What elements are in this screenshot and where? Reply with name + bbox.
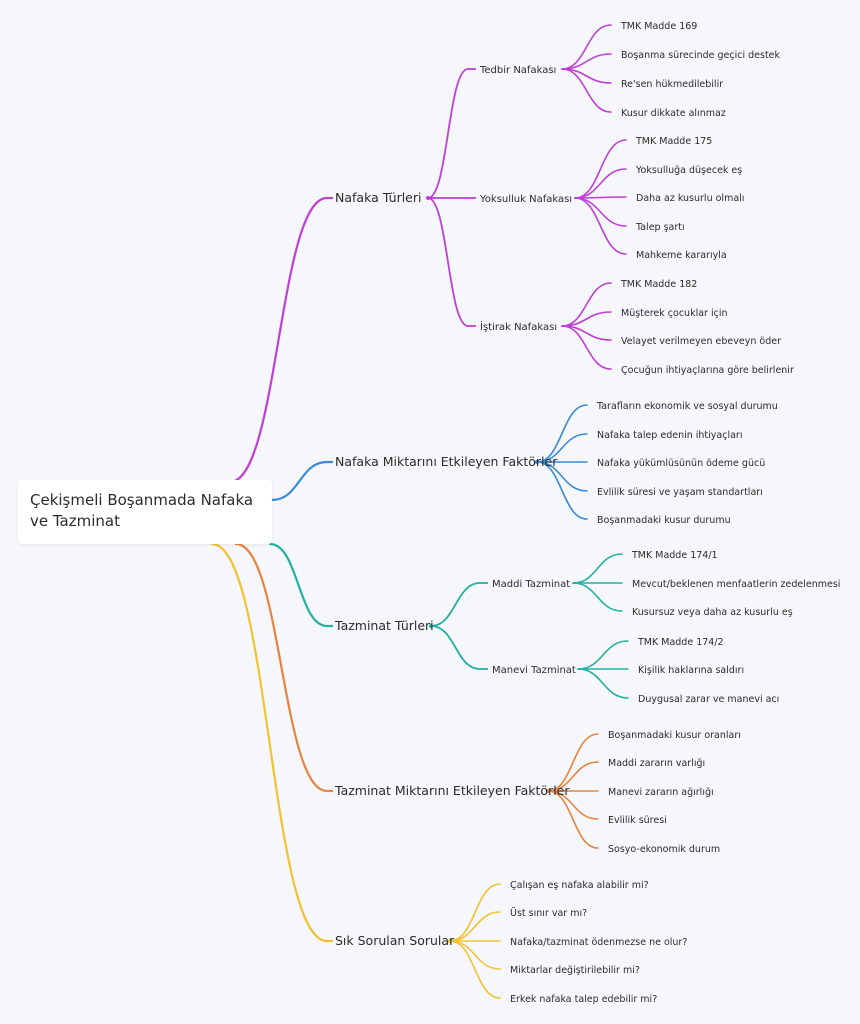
branch-to-leaf-connector [547, 761, 599, 792]
leaf-label: Boşanma sürecinde geçici destek [621, 50, 781, 61]
leaf-label: Sosyo-ekonomik durum [608, 844, 720, 855]
group-label: Yoksulluk Nafakası [479, 194, 572, 205]
leaf-label: Tarafların ekonomik ve sosyal durumu [596, 401, 778, 412]
leaf-label: Duygusal zarar ve manevi acı [638, 694, 779, 705]
branch-to-group-connector [430, 625, 481, 670]
leaf-label: Mahkeme kararıyla [636, 250, 727, 261]
group-to-leaf-connector [577, 640, 629, 670]
group-to-leaf-connector [561, 325, 612, 370]
root-to-branch-connector [228, 196, 329, 484]
group-to-leaf-connector [574, 197, 627, 255]
leaf-label: TMK Madde 174/2 [637, 637, 724, 648]
leaf-label: Velayet verilmeyen ebeveyn öder [621, 336, 781, 347]
leaf-label: Nafaka/tazminat ödenmezse ne olur? [510, 937, 687, 948]
branch-to-group-connector [427, 68, 469, 199]
group-to-leaf-connector [572, 553, 623, 584]
branch-to-leaf-connector [547, 733, 599, 792]
group-to-leaf-connector [561, 68, 612, 113]
branch-to-leaf-connector [449, 940, 501, 970]
root-to-branch-connector [234, 542, 329, 793]
branch-to-leaf-connector [449, 911, 501, 942]
branch-to-leaf-connector [536, 433, 588, 463]
leaf-label: Boşanmadaki kusur oranları [608, 730, 741, 741]
leaf-label: Kusursuz veya daha az kusurlu eş [632, 607, 793, 618]
root-to-branch-connector [268, 542, 329, 628]
branch-label: Nafaka Türleri [335, 190, 421, 205]
leaf-label: Manevi zararın ağırlığı [608, 787, 714, 798]
leaf-label: Üst sınır var mı? [510, 908, 587, 919]
leaf-label: Mevcut/beklenen menfaatlerin zedelenmesi [632, 579, 840, 590]
branch-to-leaf-connector [536, 461, 588, 520]
root-to-branch-connector [210, 542, 329, 943]
leaf-label: TMK Madde 169 [620, 21, 697, 32]
branch-label: Nafaka Miktarını Etkileyen Faktörler [335, 454, 558, 469]
leaf-label: TMK Madde 182 [620, 279, 697, 290]
leaf-label: Erkek nafaka talep edebilir mi? [510, 994, 657, 1005]
branch-to-leaf-connector [449, 883, 501, 942]
group-label: Manevi Tazminat [492, 665, 576, 676]
branch-to-leaf-connector [547, 790, 599, 849]
branch-label: Tazminat Türleri [334, 618, 434, 633]
branch-to-group-connector [427, 197, 469, 327]
leaf-label: Maddi zararın varlığı [608, 758, 705, 769]
group-to-leaf-connector [577, 668, 629, 699]
group-label: Maddi Tazminat [492, 579, 570, 590]
branch-to-leaf-connector [449, 940, 501, 999]
leaf-label: Evlilik süresi [608, 815, 667, 826]
branch-to-group-connector [430, 582, 481, 627]
leaf-label: Kusur dikkate alınmaz [621, 108, 726, 119]
leaf-label: Çalışan eş nafaka alabilir mi? [510, 880, 649, 891]
branch-label: Tazminat Miktarını Etkileyen Faktörler [334, 783, 570, 798]
leaf-label: Talep şartı [635, 222, 685, 233]
leaf-label: Boşanmadaki kusur durumu [597, 515, 731, 526]
root-title: Çekişmeli Boşanmada Nafaka ve Tazminat [30, 491, 254, 530]
leaf-label: Çocuğun ihtiyaçlarına göre belirlenir [621, 365, 794, 376]
leaf-label: Re'sen hükmedilebilir [621, 79, 723, 90]
leaf-label: Nafaka yükümlüsünün ödeme gücü [597, 458, 765, 469]
group-label: İştirak Nafakası [480, 320, 557, 333]
leaf-label: Müşterek çocuklar için [621, 308, 728, 319]
leaf-label: Kişilik haklarına saldırı [638, 665, 744, 676]
leaf-label: TMK Madde 175 [635, 136, 712, 147]
branch-label: Sık Sorulan Sorular [335, 933, 455, 948]
leaf-label: Yoksulluğa düşecek eş [635, 165, 742, 176]
leaf-label: Nafaka talep edenin ihtiyaçları [597, 430, 742, 441]
group-to-leaf-connector [574, 197, 627, 227]
group-label: Tedbir Nafakası [479, 65, 556, 76]
leaf-label: Daha az kusurlu olmalı [636, 193, 744, 204]
group-to-leaf-connector [574, 139, 627, 199]
leaf-label: Evlilik süresi ve yaşam standartları [597, 487, 763, 498]
branch-to-leaf-connector [536, 404, 588, 463]
leaf-label: Miktarlar değiştirilebilir mi? [510, 965, 640, 976]
leaf-label: TMK Madde 174/1 [631, 550, 718, 561]
group-to-leaf-connector [574, 168, 627, 199]
group-to-leaf-connector [572, 582, 623, 612]
mindmap-root-node: Çekişmeli Boşanmada Nafaka ve Tazminat [18, 480, 272, 544]
root-to-branch-connector [270, 460, 329, 502]
